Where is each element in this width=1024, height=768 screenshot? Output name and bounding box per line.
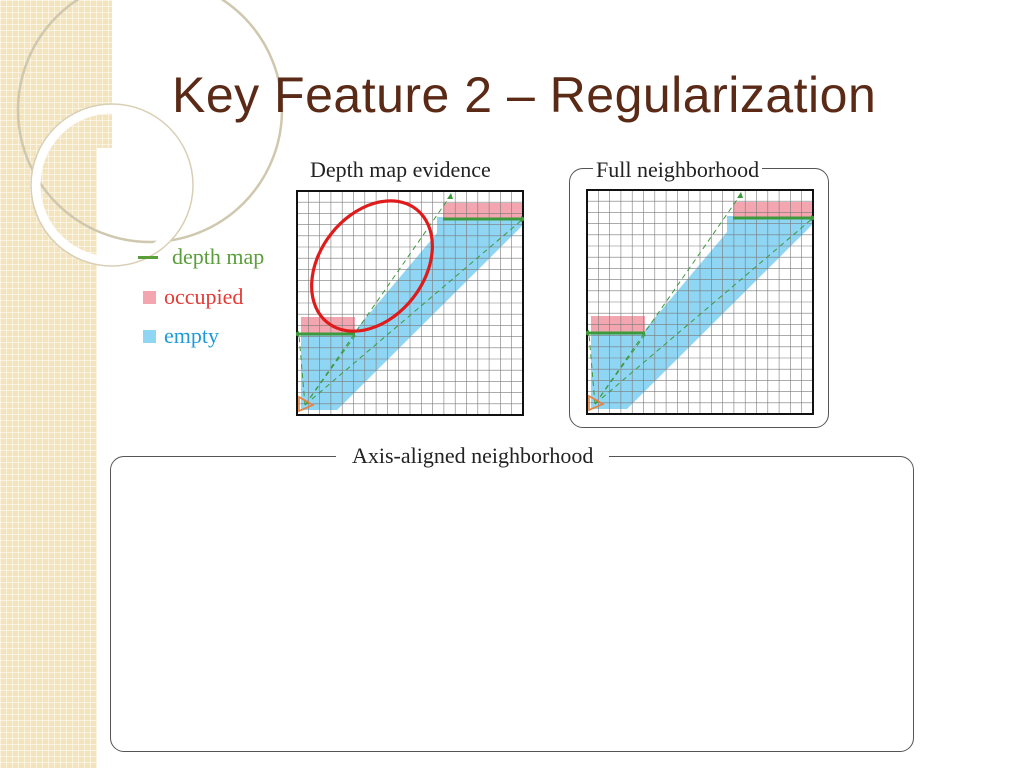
camera-rays	[298, 194, 524, 406]
empty-band	[301, 217, 523, 410]
empty-swatch-icon	[143, 329, 156, 343]
grid-lines	[297, 191, 523, 415]
camera-origin-icon	[588, 394, 605, 412]
ray-right	[594, 217, 814, 405]
legend-label-depth-map: depth map	[172, 244, 265, 269]
camera-origin-icon	[298, 395, 315, 413]
depth-map-line-icon	[138, 255, 158, 259]
slide-title: Key Feature 2 – Regularization	[172, 67, 877, 123]
ray-mid-high	[304, 194, 452, 406]
panel-title-axis-aligned: Axis-aligned neighborhood	[336, 443, 610, 469]
occupied-block-right	[733, 202, 813, 218]
panel-title-full-neighborhood: Full neighborhood	[593, 157, 763, 183]
decor-arc-large	[16, 0, 284, 244]
legend-label-occupied: occupied	[164, 284, 244, 309]
full-neighborhood-grid	[586, 189, 814, 415]
ray-left	[298, 334, 306, 406]
decor-arc-small	[31, 104, 193, 266]
axis-aligned-frame	[110, 456, 914, 752]
legend-empty: empty	[138, 323, 219, 349]
ray-mid-low	[304, 332, 358, 406]
depth-evidence-grid	[296, 190, 524, 416]
grid-lines	[587, 190, 813, 414]
arrowhead-top	[737, 192, 743, 198]
occupied-block-left	[591, 316, 645, 332]
grid-border	[586, 189, 814, 415]
arrowhead-left	[586, 330, 589, 336]
ray-right	[304, 218, 524, 406]
legend-depth-map: depth map	[138, 244, 264, 270]
highlight-circle-icon	[310, 199, 434, 333]
legend-label-empty: empty	[164, 323, 219, 348]
arrowhead-left	[296, 331, 299, 337]
occupied-block-right	[443, 203, 523, 219]
legend-occupied: occupied	[138, 284, 243, 310]
sidebar-notch	[97, 148, 117, 768]
grid-border	[296, 190, 524, 416]
ray-left	[588, 333, 596, 405]
camera-rays	[588, 193, 814, 405]
arrowhead-right	[521, 216, 524, 222]
ray-mid-high	[594, 193, 742, 405]
arrowhead-top	[447, 193, 453, 199]
arrowhead-right	[811, 215, 814, 221]
panel-title-depth-evidence: Depth map evidence	[310, 157, 491, 182]
occupied-swatch-icon	[143, 290, 156, 304]
decor-arc-small-edge	[30, 103, 194, 267]
ray-mid-low	[594, 331, 648, 405]
empty-band	[591, 216, 813, 409]
